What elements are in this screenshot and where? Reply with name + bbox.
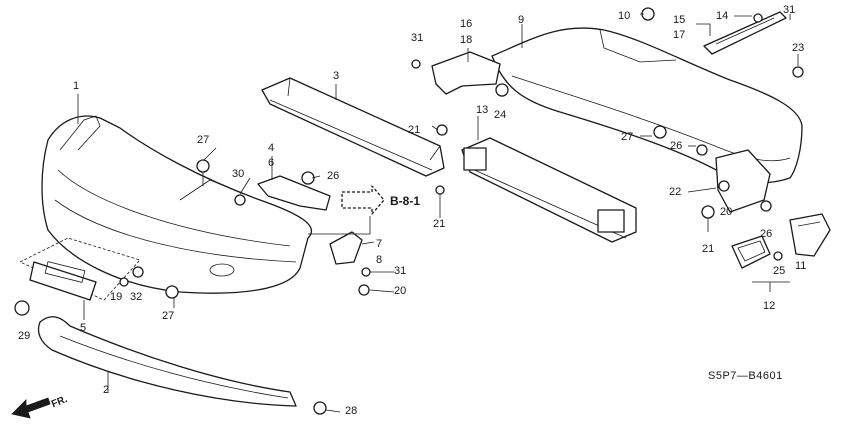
callout-20-front: 20 (394, 285, 407, 297)
callout-13: 13 (476, 104, 489, 116)
callout-7: 7 (376, 238, 383, 250)
callout-10: 10 (618, 10, 631, 22)
rear-bumper-face (491, 27, 803, 213)
callout-14: 14 (716, 10, 729, 22)
callout-30: 30 (232, 168, 245, 180)
reference-b-8-1: B-8-1 (390, 194, 421, 208)
callout-24: 24 (494, 109, 507, 121)
callout-31-a: 31 (411, 32, 424, 44)
callout-17: 17 (673, 29, 686, 41)
callout-29: 29 (18, 330, 31, 342)
front-reinforcement (261, 77, 445, 177)
callout-1: 1 (73, 80, 80, 92)
rear-reinforcement (461, 137, 637, 243)
callout-25: 25 (773, 265, 786, 277)
reference-arrow (341, 185, 385, 215)
callout-18: 18 (460, 34, 473, 46)
callout-19: 19 (110, 291, 123, 303)
callout-16: 16 (460, 18, 473, 30)
callout-8: 8 (376, 254, 383, 266)
front-lower-spoiler (37, 316, 297, 407)
rear-side-spacer (431, 51, 501, 95)
callout-15: 15 (673, 14, 686, 26)
callout-28: 28 (345, 405, 358, 417)
callout-2: 2 (103, 384, 110, 396)
license-plate-bracket (19, 237, 141, 301)
callout-23: 23 (792, 42, 805, 54)
callout-26-rear: 26 (670, 140, 683, 152)
callout-3: 3 (333, 70, 340, 82)
leader-lines (77, 13, 799, 413)
front-side-brackets (257, 175, 371, 265)
callout-11: 11 (795, 260, 807, 272)
callout-5: 5 (80, 322, 87, 334)
callout-21-a: 21 (408, 124, 421, 136)
front-direction-arrow (11, 397, 51, 419)
diagram-code: S5P7—B4601 (708, 370, 783, 382)
rear-reflectors (731, 213, 831, 269)
callout-26-side: 26 (760, 228, 773, 240)
callout-27-lower: 27 (162, 310, 175, 322)
rear-upper-retainer (703, 11, 787, 55)
callout-31-b: 31 (394, 265, 407, 277)
callout-27-rear: 27 (621, 131, 634, 143)
callout-21-b: 21 (433, 218, 446, 230)
callout-27-front: 27 (197, 134, 210, 146)
callout-4: 4 (268, 142, 275, 154)
callout-12: 12 (763, 300, 776, 312)
callout-6: 6 (268, 157, 275, 169)
front-bumper-face (41, 115, 313, 294)
callout-9: 9 (518, 14, 525, 26)
callout-31-c: 31 (783, 4, 796, 16)
callout-26-front: 26 (327, 170, 340, 182)
callout-20-rear: 20 (720, 206, 733, 218)
callout-32: 32 (130, 291, 143, 303)
callout-21-c: 21 (702, 243, 715, 255)
callout-22: 22 (669, 186, 682, 198)
